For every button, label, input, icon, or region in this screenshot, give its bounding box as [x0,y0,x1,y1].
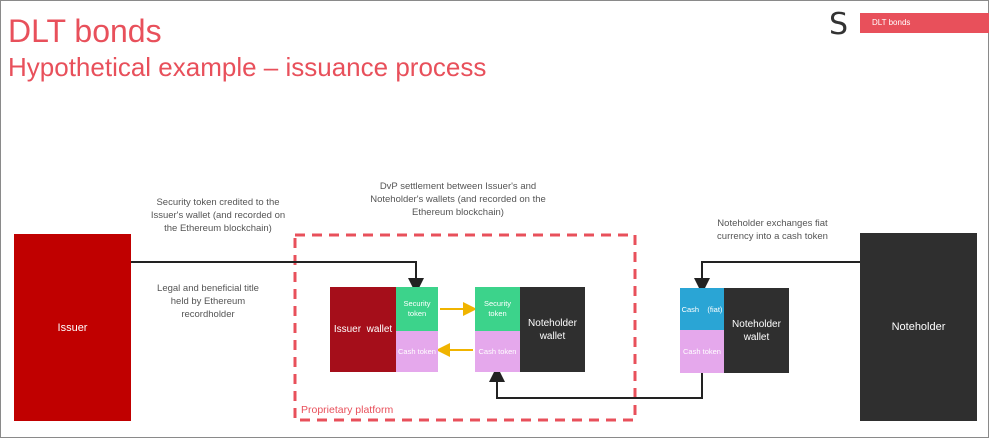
issuer-cash-token: Cash token [396,331,438,372]
issuer-to-security-token-arrow [131,261,424,294]
cash-token-label: Cash token [683,347,721,356]
page-title: DLT bonds [8,13,162,49]
noteholder-label: Noteholder [891,321,946,333]
noteholder-to-cash-fiat-arrow [694,261,860,294]
logo-icon: S [829,7,849,42]
platform-label: Proprietary platform [301,404,394,416]
issuer-security-token: Security token [396,287,438,331]
credited-annotation: Security token credited to the Issuer's … [150,197,286,234]
cash-token-label: Cash token [478,347,517,356]
cash-fiat-box: Cash (fiat) [680,288,724,330]
issuer-label: Issuer [57,321,88,334]
cash-token-label: Cash token [398,347,436,356]
security-token-label: Security token [483,299,512,318]
issuer-wallet-label: Issuer wallet [333,324,393,335]
noteholder-wallet-box: Noteholder wallet [520,287,585,372]
cash-fiat-label: Cash (fiat) [681,304,723,314]
dvp-annotation: DvP settlement between Issuer's and Note… [370,181,546,218]
exchange-annotation: Noteholder exchanges fiat currency into … [717,218,828,242]
page-subtitle: Hypothetical example – issuance process [8,52,487,82]
cash-token-to-noteholder-wallet-arrow [489,366,703,399]
legal-title-annotation: Legal and beneficial title held by Ether… [157,283,259,320]
noteholder-wallet-label: Noteholder wallet [732,318,781,343]
security-token-label: Security token [403,299,431,318]
external-cash-token: Cash token [680,330,724,373]
noteholder-cash-token: Cash token [475,331,520,372]
noteholder-box: Noteholder [860,233,977,421]
noteholder-security-token: Security token [475,287,520,331]
issuer-wallet-box: Issuer wallet [330,287,396,372]
section-tag: DLT bonds [860,13,989,33]
noteholder-external-wallet-box: Noteholder wallet [724,288,789,373]
issuer-box: Issuer [14,234,131,421]
noteholder-wallet-label: Noteholder wallet [528,317,577,342]
platform-dashed-border [293,233,637,422]
